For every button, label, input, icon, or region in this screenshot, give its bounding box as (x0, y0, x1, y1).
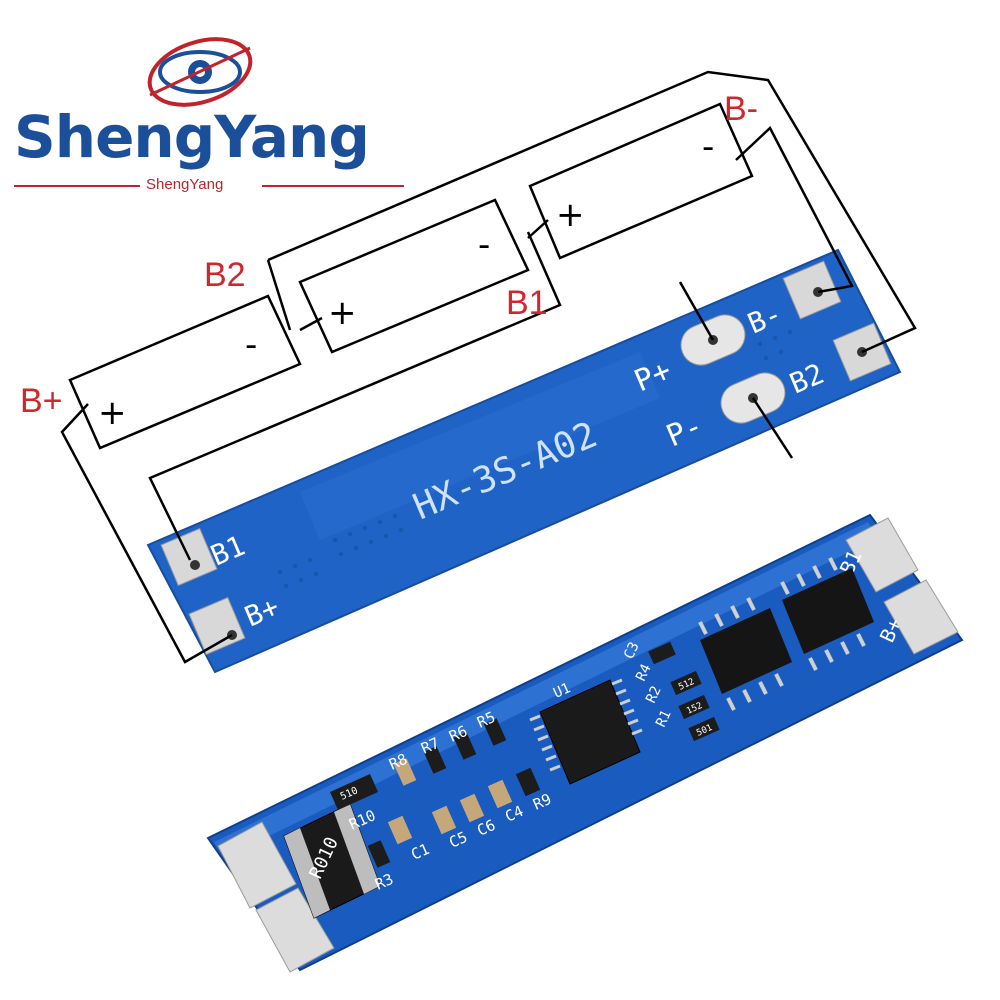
wiring-lines (60, 70, 917, 664)
silk-r3: R3 (372, 870, 396, 894)
silk-c1: C1 (408, 840, 432, 864)
cell-1-plus: + (98, 393, 127, 433)
cell-2-minus: - (478, 225, 490, 265)
cell-1-minus: - (245, 325, 257, 365)
cell-3-minus: - (702, 127, 714, 167)
protection-ic (529, 678, 643, 785)
silk-r6: R6 (446, 722, 470, 746)
silk-c6: C6 (474, 816, 498, 840)
via-dots (277, 329, 793, 589)
cell-3-plus: + (556, 195, 585, 235)
brand-logo: ShengYang ShengYang (0, 0, 420, 210)
silk-r5: R5 (474, 708, 498, 732)
pad-b-minus (782, 260, 842, 320)
silk-c5: C5 (446, 828, 470, 852)
photo-pad-b-plus-left (255, 887, 335, 973)
label-b-plus: B+ (20, 382, 63, 420)
cell-2-plus: + (328, 293, 357, 333)
logo-brand-name: ShengYang (14, 103, 370, 171)
silkscreen-labels: R8 R7 R6 R5 R10 C1 C5 C6 C4 R9 R3 C3 R2 … (346, 640, 674, 894)
label-b1: B1 (506, 284, 548, 322)
label-b2: B2 (204, 256, 246, 294)
pad-b-plus (188, 596, 246, 656)
mosfet-2 (780, 557, 874, 671)
resistor-510 (330, 774, 378, 810)
silk-r7: R7 (418, 734, 442, 758)
diagram-board: HX-3S-A02 P+ P- B1 B+ B- B2 (146, 248, 902, 674)
logo-brand-subtitle: ShengYang (146, 176, 224, 193)
photo-pad-b1-left (217, 821, 297, 909)
label-b-minus: B- (724, 90, 758, 128)
silk-r4: R4 (633, 662, 655, 684)
battery-cell-1: + - (68, 294, 302, 450)
silk-r1: R1 (653, 708, 675, 730)
battery-cell-3: + - (528, 102, 754, 260)
silk-c4: C4 (502, 802, 526, 826)
photo-pad-bottom (883, 579, 959, 655)
mosfet-1 (698, 597, 792, 711)
smd-parts (367, 718, 541, 868)
silk-u1: U1 (551, 680, 573, 701)
battery-cell-2: + - (298, 198, 530, 354)
photo-pad-top (845, 517, 919, 593)
silk-r2: R2 (643, 684, 665, 706)
silk-r8: R8 (386, 750, 410, 774)
photo-board: B1 B+ R010 510 (206, 513, 964, 973)
silk-c3: C3 (621, 640, 643, 662)
logo-eye-emblem (147, 37, 253, 107)
silk-r9: R9 (530, 790, 554, 814)
